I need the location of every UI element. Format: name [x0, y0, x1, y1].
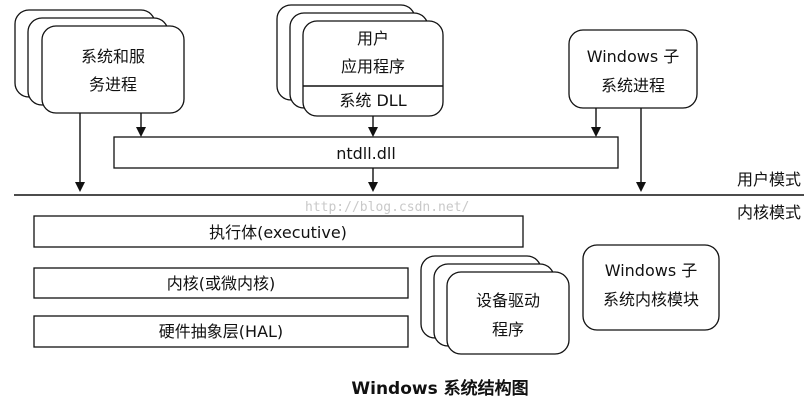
subsystem-kernel-module: Windows 子 系统内核模块	[582, 244, 720, 331]
arrows-to-kernel	[75, 108, 646, 192]
kernel-box	[33, 267, 409, 299]
hal-box	[33, 315, 409, 348]
watermark-text: http://blog.csdn.net/	[305, 200, 469, 215]
subsystem-kernel-module-box	[582, 244, 720, 331]
user-apps-stack: 用户 应用程序 系统 DLL	[276, 4, 444, 117]
hal-label: 硬件抽象层(HAL)	[159, 322, 283, 341]
executive: 执行体(executive)	[33, 215, 524, 248]
device-drivers-box	[446, 271, 570, 355]
diagram-caption: Windows 系统结构图	[351, 378, 528, 399]
executive-label: 执行体(executive)	[209, 223, 347, 242]
ntdll: ntdll.dll	[113, 136, 619, 169]
arrowhead	[368, 182, 378, 192]
system-dll-label: 系统 DLL	[339, 91, 406, 110]
system-services-label-line1: 系统和服	[81, 47, 145, 66]
user-apps-label-line1: 用户	[357, 29, 389, 48]
system-services-stack: 系统和服 务进程	[14, 9, 185, 114]
arrowhead	[368, 127, 378, 137]
arrowhead	[75, 182, 85, 192]
kernel-mode-label: 内核模式	[737, 203, 801, 222]
kernel: 内核(或微内核)	[33, 267, 409, 299]
subsystem-process-label-line2: 系统进程	[601, 76, 665, 95]
arrowhead	[591, 127, 601, 137]
user-apps-label-line2: 应用程序	[341, 57, 405, 76]
system-services-box	[41, 25, 185, 114]
ntdll-box	[113, 136, 619, 169]
user-mode-label: 用户模式	[737, 170, 801, 189]
subsystem-process: Windows 子 系统进程	[568, 29, 698, 109]
subsystem-kernel-module-label-line2: 系统内核模块	[603, 290, 699, 309]
executive-box	[33, 215, 524, 248]
device-drivers-label-line1: 设备驱动	[476, 291, 540, 310]
arrowhead	[636, 182, 646, 192]
arrows-to-ntdll	[136, 108, 601, 137]
device-drivers-label-line2: 程序	[492, 320, 524, 339]
hal: 硬件抽象层(HAL)	[33, 315, 409, 348]
subsystem-process-box	[568, 29, 698, 109]
subsystem-process-label-line1: Windows 子	[587, 47, 680, 66]
subsystem-kernel-module-label-line1: Windows 子	[605, 261, 698, 280]
arrowhead	[136, 127, 146, 137]
system-services-label-line2: 务进程	[89, 75, 137, 94]
kernel-label: 内核(或微内核)	[167, 274, 276, 293]
device-drivers-stack: 设备驱动 程序	[420, 255, 570, 355]
ntdll-label: ntdll.dll	[336, 144, 396, 163]
